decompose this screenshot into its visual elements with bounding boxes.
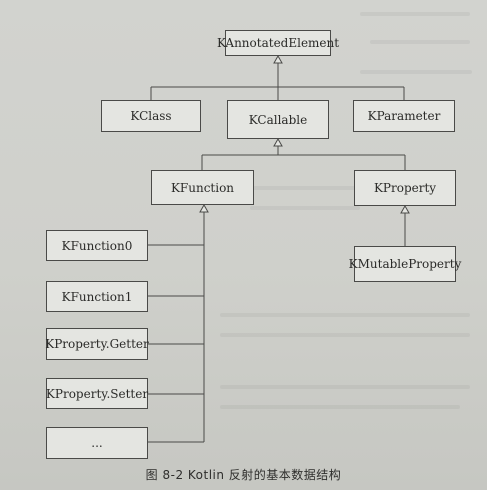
bleed-through-line (220, 313, 470, 317)
node-kfunction0: KFunction0 (46, 230, 148, 261)
node-kproperty-setter: KProperty.Setter (46, 378, 148, 409)
node-kproperty: KProperty (354, 170, 456, 206)
bleed-through-line (250, 206, 360, 210)
bleed-through-line (220, 333, 470, 337)
bleed-through-line (220, 405, 460, 409)
node-kproperty-getter: KProperty.Getter (45, 328, 149, 360)
bleed-through-line (220, 385, 470, 389)
node-kfunction1: KFunction1 (46, 281, 148, 312)
inheritance-arrow-icon (273, 54, 283, 64)
inheritance-arrow-icon (273, 137, 283, 147)
bleed-through-line (360, 12, 470, 16)
node-kclass: KClass (101, 100, 201, 132)
node-kannotated-element: KAnnotatedElement (217, 30, 339, 56)
bleed-through-line (360, 70, 472, 74)
bleed-through-line (370, 40, 470, 44)
node-kmutable-property: KMutableProperty (349, 246, 461, 282)
bleed-through-line (250, 186, 370, 190)
node-kfunction: KFunction (151, 170, 254, 205)
node-ellipsis: ... (46, 427, 148, 459)
inheritance-arrow-icon (400, 204, 410, 214)
node-kparameter: KParameter (353, 100, 455, 132)
node-kcallable: KCallable (227, 100, 329, 139)
figure-caption: 图 8-2 Kotlin 反射的基本数据结构 (145, 468, 342, 482)
inheritance-arrow-icon (199, 203, 209, 213)
